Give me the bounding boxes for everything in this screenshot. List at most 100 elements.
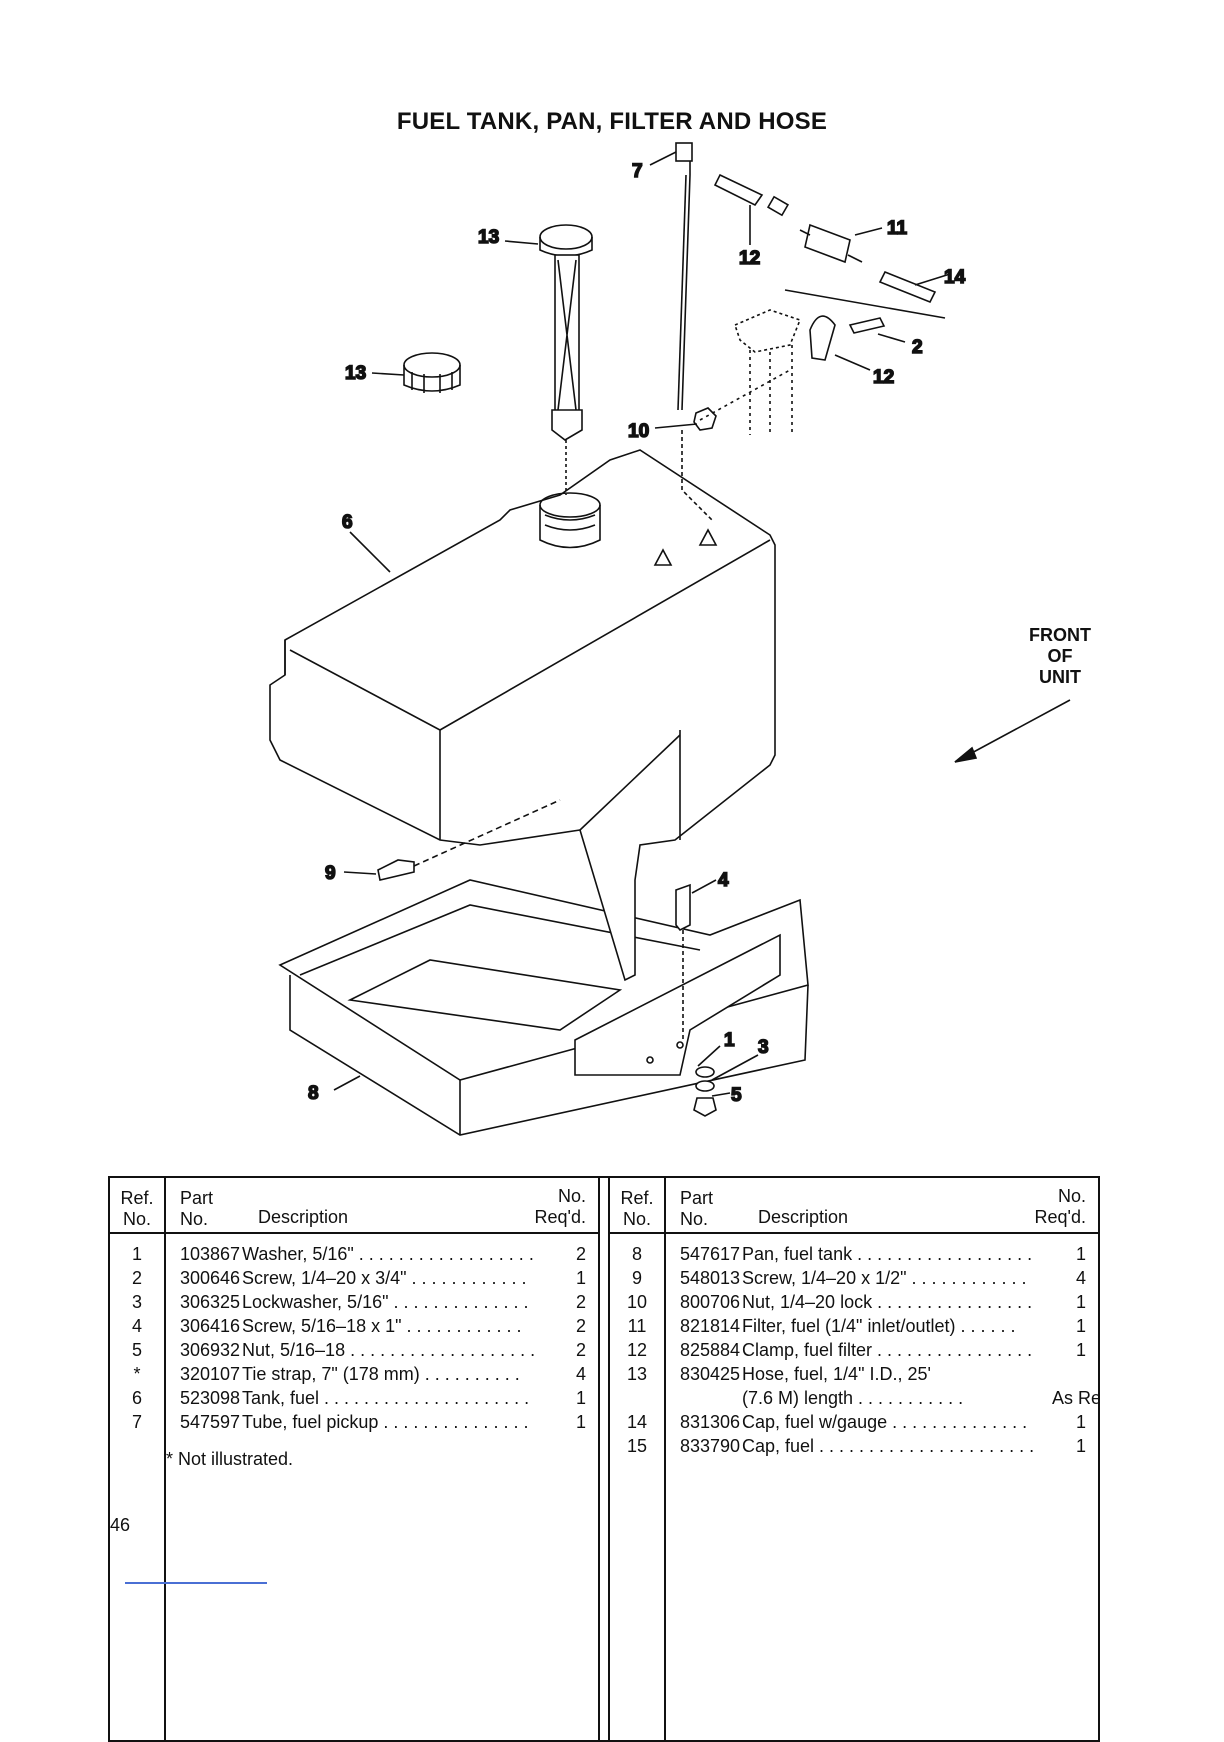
table-row: (7.6 M) length . . . . . . . . . . . As R… (666, 1386, 1098, 1410)
description-cell: Washer, 5/16" . . . . . . . . . . . . . … (242, 1244, 534, 1264)
parts-table-right: Ref. No. Part No. Description No. Req'd.… (608, 1178, 1098, 1740)
fuel-tank-drawing (269, 449, 776, 982)
parts-table-left: Ref. No. Part No. Description No. Req'd.… (110, 1178, 600, 1740)
description-cell: Nut, 1/4–20 lock . . . . . . . . . . . .… (742, 1292, 1033, 1312)
table-header: Ref. No. Part No. Description No. Req'd. (610, 1178, 1098, 1234)
part-number-cell: 548013 (680, 1268, 741, 1288)
part-number-cell: 833790 (680, 1436, 741, 1456)
quantity-cell: 1 (1075, 1292, 1086, 1312)
ref-cell: * (133, 1364, 141, 1384)
page-title: FUEL TANK, PAN, FILTER AND HOSE (396, 108, 828, 135)
part-number-cell: 306416 (180, 1316, 241, 1336)
callout-15: 13 (345, 363, 366, 384)
quantity-cell: 1 (575, 1268, 586, 1288)
ref-cell: 6 (131, 1388, 142, 1408)
fuel-cap-drawing (403, 352, 461, 393)
gauge-cap-drawing (539, 224, 593, 495)
quantity-cell: 4 (1075, 1268, 1086, 1288)
ref-cell: 11 (627, 1316, 647, 1336)
description-cell: Cap, fuel w/gauge . . . . . . . . . . . … (742, 1412, 1028, 1432)
part-number-cell: 831306 (680, 1412, 741, 1432)
callout-7: 7 (632, 161, 643, 182)
description-cell: Screw, 1/4–20 x 1/2" . . . . . . . . . .… (742, 1268, 1027, 1288)
part-number-cell: 306932 (180, 1340, 241, 1360)
callout-8: 8 (308, 1083, 319, 1104)
part-number-cell: 830425 (680, 1364, 741, 1384)
ref-cell: 4 (131, 1316, 142, 1336)
description-cell: (7.6 M) length . . . . . . . . . . . (742, 1388, 964, 1408)
description-cell: Screw, 1/4–20 x 3/4" . . . . . . . . . .… (242, 1268, 527, 1288)
quantity-cell: 1 (1075, 1412, 1086, 1432)
ref-cell: 1 (131, 1244, 142, 1264)
ref-cell: 3 (131, 1292, 142, 1312)
pickup-tube-drawing (675, 142, 713, 521)
part-number-cell: 306325 (180, 1292, 241, 1312)
callout-6: 6 (342, 512, 353, 533)
ref-cell: 15 (626, 1436, 648, 1456)
pan-hardware-drawing (675, 883, 717, 1117)
callout-12: 12 (873, 367, 894, 388)
part-number-cell: 103867 (180, 1244, 241, 1264)
callout-13-lower: 14 (944, 267, 966, 288)
ref-cell: 9 (631, 1268, 642, 1288)
description-cell: Cap, fuel . . . . . . . . . . . . . . . … (742, 1436, 1035, 1456)
ref-cell: 7 (131, 1412, 142, 1432)
quantity-cell: 1 (1075, 1340, 1086, 1360)
quantity-cell: 4 (575, 1364, 586, 1384)
filter-assembly-drawing (699, 173, 946, 435)
quantity-cell: As Rec'd (1052, 1388, 1098, 1408)
description-cell: Clamp, fuel filter . . . . . . . . . . .… (742, 1340, 1033, 1360)
ref-cell: 14 (626, 1412, 648, 1432)
page-number: 46 (110, 1515, 131, 1535)
footnote: * Not illustrated. (166, 1449, 294, 1469)
part-number-cell: 821814 (680, 1316, 741, 1336)
callout-5: 5 (731, 1085, 742, 1106)
callout-1: 1 (724, 1030, 735, 1051)
part-number-cell (666, 1386, 740, 1410)
part-number-cell: 825884 (680, 1340, 741, 1360)
part-number-cell: 800706 (680, 1292, 741, 1312)
ref-cell: 13 (626, 1364, 648, 1384)
description-cell: Screw, 5/16–18 x 1" . . . . . . . . . . … (242, 1316, 522, 1336)
quantity-cell: 1 (575, 1412, 586, 1432)
callout-13-upper: 12 (739, 248, 760, 269)
part-number-cell: 523098 (180, 1388, 241, 1408)
description-cell: Nut, 5/16–18 . . . . . . . . . . . . . .… (242, 1340, 536, 1360)
description-cell: Tie strap, 7" (178 mm) . . . . . . . . .… (242, 1364, 520, 1384)
ref-cell: 10 (626, 1292, 648, 1312)
quantity-cell: 1 (1075, 1244, 1086, 1264)
callout-3: 3 (758, 1037, 769, 1058)
part-number-cell: 547597 (180, 1412, 241, 1432)
quantity-cell (1052, 1362, 1098, 1386)
table-header: Ref. No. Part No. Description No. Req'd. (110, 1178, 598, 1234)
callout-10: 10 (628, 421, 649, 442)
callout-14: 13 (478, 227, 499, 248)
ref-cell: 8 (631, 1244, 642, 1264)
ref-cell: 12 (626, 1340, 648, 1360)
quantity-cell: 2 (575, 1292, 586, 1312)
description-cell: Tank, fuel . . . . . . . . . . . . . . .… (242, 1388, 530, 1408)
ref-cell: 2 (131, 1268, 142, 1288)
part-number-cell: 547617 (680, 1244, 741, 1264)
quantity-cell: 2 (575, 1316, 586, 1336)
description-cell: Lockwasher, 5/16" . . . . . . . . . . . … (242, 1292, 529, 1312)
callout-11: 11 (887, 218, 908, 239)
quantity-cell: 2 (575, 1244, 586, 1264)
quantity-cell: 1 (1075, 1316, 1086, 1336)
divider (125, 1582, 267, 1584)
fuel-pan-drawing (278, 879, 809, 1136)
